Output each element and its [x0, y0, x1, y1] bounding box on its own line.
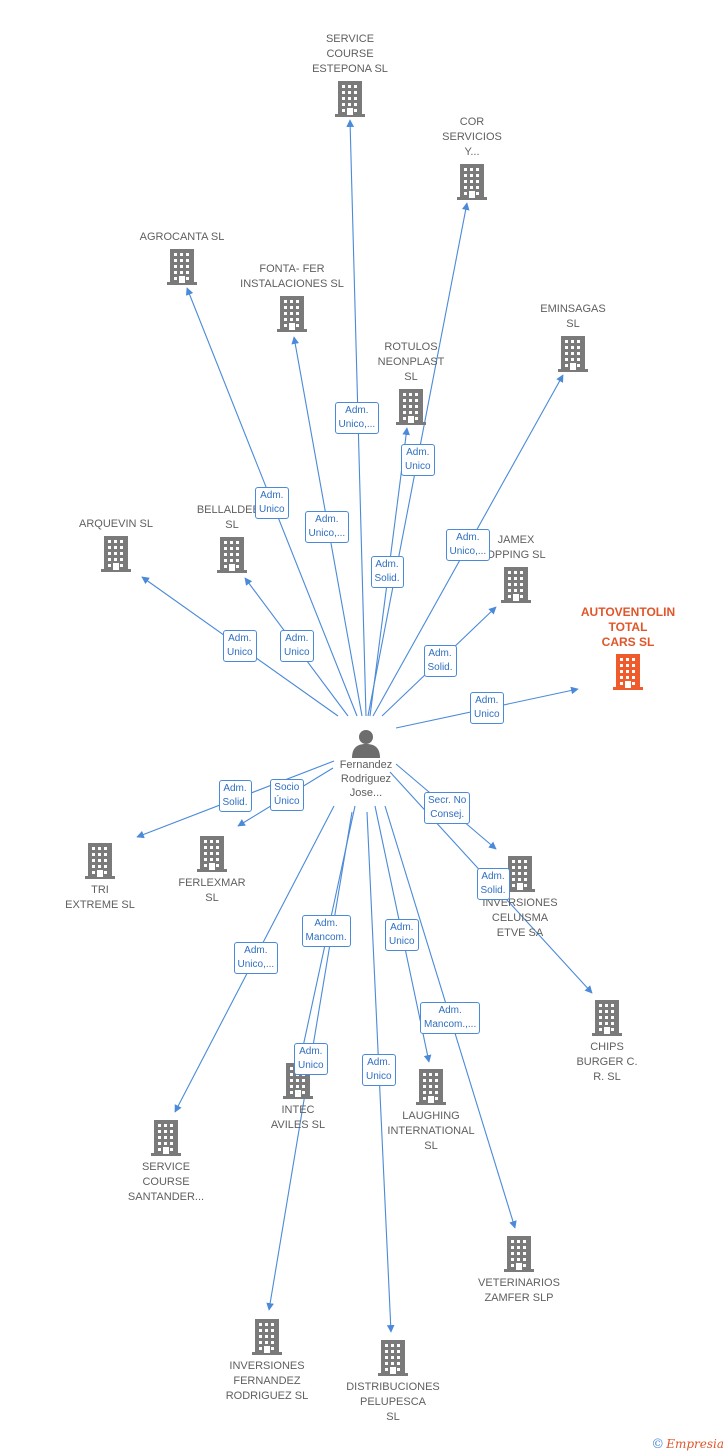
- company-name: BELLALDEBA SL: [196, 504, 268, 531]
- company-node-jamex[interactable]: JAMEX OPPING SL: [441, 533, 591, 603]
- building-icon: [504, 1236, 534, 1272]
- company-node-cor-servicios[interactable]: COR SERVICIOS Y...: [397, 115, 547, 200]
- company-node-ferlexmar[interactable]: FERLEXMAR SL: [137, 836, 287, 906]
- company-node-service-course-santander[interactable]: SERVICE COURSE SANTANDER...: [91, 1120, 241, 1205]
- relation-label-eminsagas[interactable]: Adm. Unico,...: [445, 529, 491, 561]
- company-name: EMINSAGAS SL: [540, 303, 606, 330]
- relation-label-chips-burger[interactable]: Adm. Solid.: [476, 868, 510, 900]
- company-node-inversiones-celuisma[interactable]: INVERSIONES CELUISMA ETVE SA: [445, 856, 595, 941]
- company-node-agrocanta[interactable]: AGROCANTA SL: [107, 230, 257, 285]
- building-icon: [217, 537, 247, 573]
- relation-label-laughing-international[interactable]: Adm. Unico: [385, 919, 419, 951]
- relation-label-arquevin[interactable]: Adm. Unico: [223, 630, 257, 662]
- company-name: LAUGHING INTERNATIONAL SL: [387, 1110, 475, 1152]
- company-name: TRI EXTREME SL: [65, 884, 135, 911]
- company-node-fonta-fer[interactable]: FONTA- FER INSTALACIONES SL: [217, 262, 367, 332]
- building-icon: [101, 536, 131, 572]
- building-icon: [85, 843, 115, 879]
- building-icon: [197, 836, 227, 872]
- company-node-distribuciones-pelupesca[interactable]: DISTRIBUCIONES PELUPESCA SL: [318, 1340, 468, 1425]
- building-icon: [613, 654, 643, 690]
- relation-label-inversiones-fernandez[interactable]: Adm. Unico: [294, 1043, 328, 1075]
- relation-label-fonta-fer[interactable]: Adm. Unico,...: [304, 511, 350, 543]
- company-name: VETERINARIOS ZAMFER SLP: [478, 1277, 560, 1304]
- relation-label-cor-servicios[interactable]: Adm. Solid.: [370, 556, 404, 588]
- company-node-service-course-estepona[interactable]: SERVICE COURSE ESTEPONA SL: [275, 32, 425, 117]
- person-icon: [352, 730, 380, 758]
- company-node-veterinarios-zamfer[interactable]: VETERINARIOS ZAMFER SLP: [444, 1236, 594, 1306]
- company-name: AGROCANTA SL: [139, 231, 225, 243]
- company-name: AUTOVENTOLIN TOTAL CARS SL: [580, 605, 676, 649]
- company-name: JAMEX OPPING SL: [486, 534, 546, 561]
- company-name: SERVICE COURSE SANTANDER...: [127, 1161, 205, 1203]
- company-node-rotulos-neonplast[interactable]: ROTULOS NEONPLAST SL: [336, 340, 486, 425]
- relation-label-bellaldeba[interactable]: Adm. Unico: [280, 630, 314, 662]
- company-node-tri-extreme[interactable]: TRI EXTREME SL: [25, 843, 175, 913]
- company-node-bellaldeba[interactable]: BELLALDEBA SL: [157, 503, 307, 573]
- company-name: SERVICE COURSE ESTEPONA SL: [312, 33, 388, 75]
- relation-label-service-course-estepona[interactable]: Adm. Unico,...: [334, 402, 380, 434]
- relation-label-distribuciones-pelupesca[interactable]: Adm. Unico: [362, 1054, 396, 1086]
- relation-label-agrocanta[interactable]: Adm. Unico: [255, 487, 289, 519]
- relation-label-jamex[interactable]: Adm. Solid.: [423, 645, 457, 677]
- brand-name: Empresia: [666, 1437, 724, 1451]
- building-icon: [167, 249, 197, 285]
- company-name: INVERSIONES FERNANDEZ RODRIGUEZ SL: [225, 1360, 309, 1402]
- building-icon: [277, 296, 307, 332]
- center-person[interactable]: Fernandez Rodriguez Jose...: [306, 728, 426, 800]
- relation-label-veterinarios-zamfer[interactable]: Adm. Mancom.,...: [420, 1002, 481, 1034]
- relation-label-service-course-santander[interactable]: Adm. Unico,...: [233, 942, 279, 974]
- building-icon: [505, 856, 535, 892]
- building-icon: [558, 336, 588, 372]
- company-node-laughing-international[interactable]: LAUGHING INTERNATIONAL SL: [356, 1069, 506, 1154]
- relation-label-inversiones-celuisma[interactable]: Secr. No Consej.: [424, 792, 471, 824]
- company-name: ARQUEVIN SL: [79, 518, 153, 530]
- company-name: ROTULOS NEONPLAST SL: [377, 341, 445, 383]
- relation-label-rotulos-neonplast[interactable]: Adm. Unico: [401, 444, 435, 476]
- relation-label-tri-extreme[interactable]: Adm. Solid.: [218, 780, 252, 812]
- company-node-arquevin[interactable]: ARQUEVIN SL: [41, 517, 191, 572]
- company-name: INTEC AVILES SL: [270, 1104, 326, 1131]
- company-name: FERLEXMAR SL: [178, 877, 246, 904]
- relation-label-autoventolin[interactable]: Adm. Unico: [470, 692, 504, 724]
- relation-label-intec-aviles[interactable]: Adm. Mancom.: [301, 915, 351, 947]
- center-person-name: Fernandez Rodriguez Jose...: [339, 759, 393, 799]
- building-icon: [252, 1319, 282, 1355]
- company-node-eminsagas[interactable]: EMINSAGAS SL: [498, 302, 648, 372]
- building-icon: [335, 81, 365, 117]
- copyright-icon: ©: [651, 1437, 665, 1452]
- company-name: INVERSIONES CELUISMA ETVE SA: [482, 897, 558, 939]
- company-name: COR SERVICIOS Y...: [442, 116, 502, 158]
- company-node-inversiones-fernandez[interactable]: INVERSIONES FERNANDEZ RODRIGUEZ SL: [192, 1319, 342, 1404]
- building-icon: [592, 1000, 622, 1036]
- company-node-chips-burger[interactable]: CHIPS BURGER C. R. SL: [532, 1000, 682, 1085]
- company-name: CHIPS BURGER C. R. SL: [576, 1041, 638, 1083]
- building-icon: [396, 389, 426, 425]
- building-icon: [151, 1120, 181, 1156]
- building-icon: [416, 1069, 446, 1105]
- building-icon: [457, 164, 487, 200]
- brand-footer: ©Empresia: [651, 1437, 724, 1452]
- building-icon: [501, 567, 531, 603]
- company-node-autoventolin[interactable]: AUTOVENTOLIN TOTAL CARS SL: [553, 605, 703, 690]
- company-name: FONTA- FER INSTALACIONES SL: [240, 263, 344, 290]
- relation-label-ferlexmar[interactable]: Socio Único: [270, 779, 304, 811]
- building-icon: [378, 1340, 408, 1376]
- company-name: DISTRIBUCIONES PELUPESCA SL: [346, 1381, 440, 1423]
